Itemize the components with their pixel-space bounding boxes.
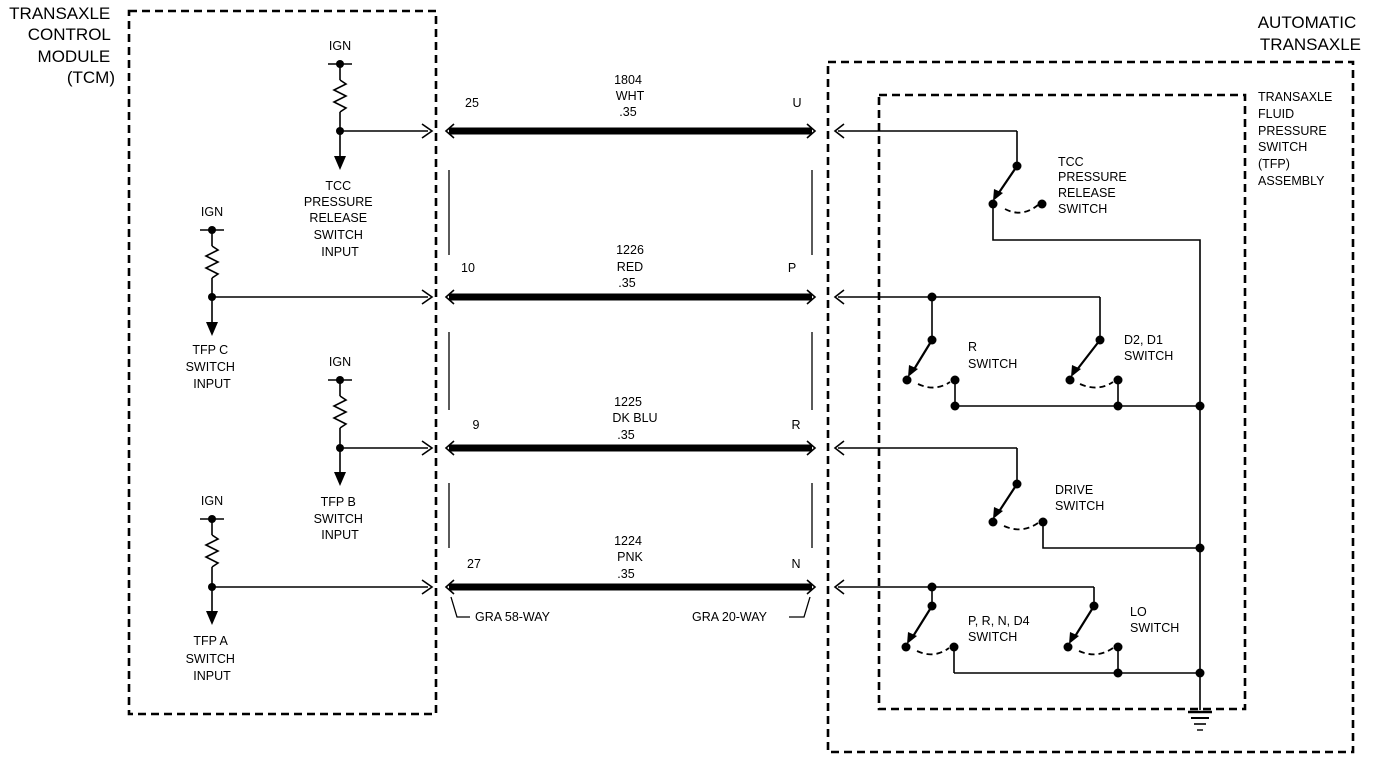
d2-d1-switch-label: D2, D1 SWITCH: [1124, 333, 1173, 363]
automatic-transaxle: AUTOMATIC TRANSAXLE TRANSAXLE FLUID PRES…: [826, 13, 1361, 754]
tcc-switch-label: TCC PRESSURE RELEASE SWITCH: [1058, 155, 1130, 216]
wire-1804: 25 U 1804 WHT .35: [444, 73, 817, 139]
tfp-c-input-circuit: IGN TFP C SWITCH INPUT: [186, 205, 434, 391]
tfp-pin-letter: N: [791, 557, 800, 571]
prnd4-and-lo-switch-group: P, R, N, D4 SWITCH LO SWITCH: [833, 579, 1205, 678]
tcm-pin-number: 27: [467, 557, 481, 571]
tfp-pin-letter: P: [788, 261, 796, 275]
input-arrow-icon: [206, 322, 218, 336]
tfp-a-input-circuit: IGN TFP A SWITCH INPUT: [186, 494, 434, 683]
circuit-number: 1804: [614, 73, 642, 87]
pullup-resistor: [332, 79, 348, 113]
tcc-input-label: TCC PRESSURE RELEASE SWITCH INPUT: [304, 179, 376, 259]
tfp-b-input-label: TFP B SWITCH INPUT: [314, 495, 367, 542]
wire-1225: 9 R 1225 DK BLU .35: [444, 395, 817, 456]
tfp-c-input-label: TFP C SWITCH INPUT: [186, 343, 239, 391]
wire-gauge: .35: [619, 105, 636, 119]
transaxle-title: AUTOMATIC TRANSAXLE: [1258, 13, 1361, 54]
wiring-harness: 25 U 1804 WHT .35 10 P 1226 RED .35 9 R …: [444, 73, 817, 624]
tcm-pin-number: 9: [473, 418, 480, 432]
tcm-boundary: [127, 9, 438, 716]
transaxle-connector-bracket: GRA 20-WAY: [692, 596, 811, 624]
tcc-input-circuit: IGN TCC PRESSURE RELEASE SWITCH INPUT: [304, 39, 434, 259]
drive-switch-label: DRIVE SWITCH: [1055, 483, 1104, 513]
tfp-pin-letter: U: [792, 96, 801, 110]
prnd4-switch-label: P, R, N, D4 SWITCH: [968, 614, 1033, 644]
tcm-pin-number: 10: [461, 261, 475, 275]
wire-color: PNK: [617, 550, 643, 564]
lo-switch-label: LO SWITCH: [1130, 605, 1179, 635]
ign-label: IGN: [201, 205, 223, 219]
tfp-pin-letter: R: [791, 418, 800, 432]
tfp-assembly-boundary: [877, 93, 1247, 711]
transaxle-connector-label: GRA 20-WAY: [692, 610, 768, 624]
wire-gauge: .35: [617, 567, 634, 581]
pullup-resistor: [204, 245, 220, 279]
ign-label: IGN: [329, 39, 351, 53]
wire-gauge: .35: [618, 276, 635, 290]
wire-color: DK BLU: [612, 411, 657, 425]
tcm-pin-number: 25: [465, 96, 479, 110]
pullup-resistor: [204, 534, 220, 568]
r-and-d2d1-switch-group: R SWITCH D2, D1 SWITCH: [833, 289, 1205, 411]
tcm-connector-bracket: GRA 58-WAY: [450, 596, 551, 624]
tfp-a-input-label: TFP A SWITCH INPUT: [186, 634, 239, 683]
ign-label: IGN: [201, 494, 223, 508]
wire-color: WHT: [616, 89, 645, 103]
ign-label: IGN: [329, 355, 351, 369]
wire-1224: 27 N 1224 PNK .35: [444, 534, 817, 595]
transaxle-boundary: [826, 60, 1355, 754]
tcm-module: TRANSAXLE CONTROL MODULE (TCM) IGN TCC P…: [9, 4, 438, 716]
ground-icon: [1188, 710, 1212, 731]
tfp-b-input-circuit: IGN TFP B SWITCH INPUT: [314, 355, 434, 542]
ground-bus: [1188, 406, 1212, 731]
wire-color: RED: [617, 260, 643, 274]
circuit-number: 1226: [616, 243, 644, 257]
drive-switch: DRIVE SWITCH: [833, 440, 1205, 553]
input-arrow-icon: [334, 472, 346, 486]
tfp-assembly-label: TRANSAXLE FLUID PRESSURE SWITCH (TFP) AS…: [1258, 90, 1336, 188]
tcm-title: TRANSAXLE CONTROL MODULE (TCM): [9, 4, 115, 87]
circuit-number: 1225: [614, 395, 642, 409]
input-arrow-icon: [206, 611, 218, 625]
tcc-pressure-release-switch: TCC PRESSURE RELEASE SWITCH: [833, 123, 1201, 406]
wire-1226: 10 P 1226 RED .35: [444, 243, 817, 305]
tcm-connector-label: GRA 58-WAY: [475, 610, 551, 624]
input-arrow-icon: [334, 156, 346, 170]
pullup-resistor: [332, 395, 348, 429]
circuit-number: 1224: [614, 534, 642, 548]
r-switch-label: R SWITCH: [968, 340, 1017, 371]
wire-gauge: .35: [617, 428, 634, 442]
